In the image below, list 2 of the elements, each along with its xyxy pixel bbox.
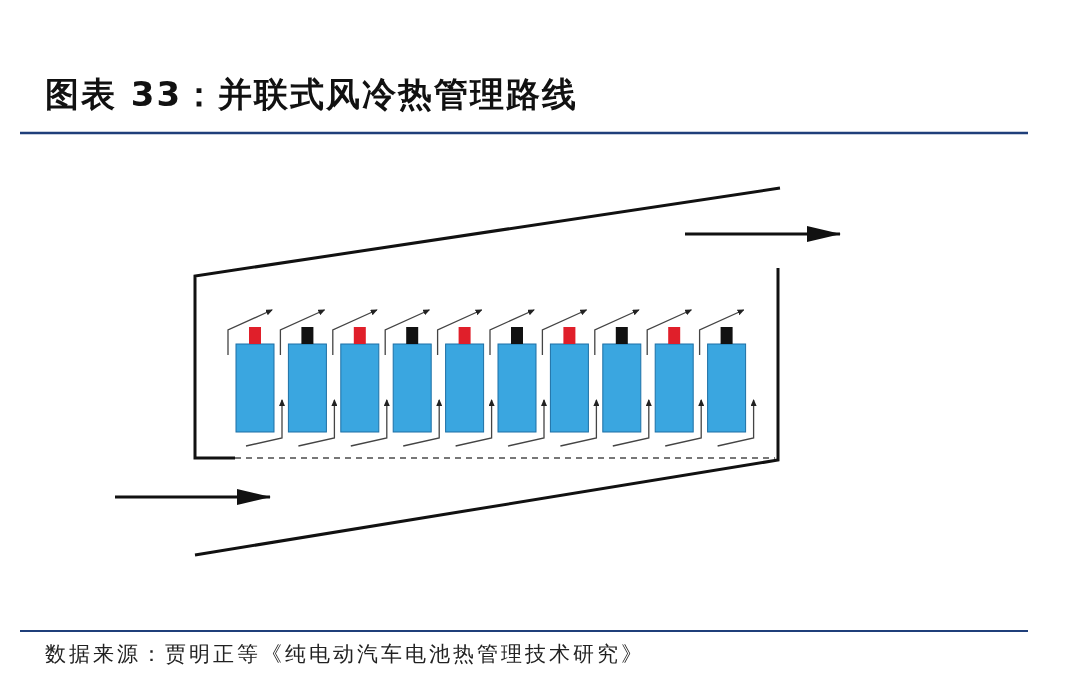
caption: 数据来源：贾明正等《纯电动汽车电池热管理技术研究》: [45, 641, 645, 668]
title: 图表 33：并联式风冷热管理路线: [45, 73, 579, 116]
